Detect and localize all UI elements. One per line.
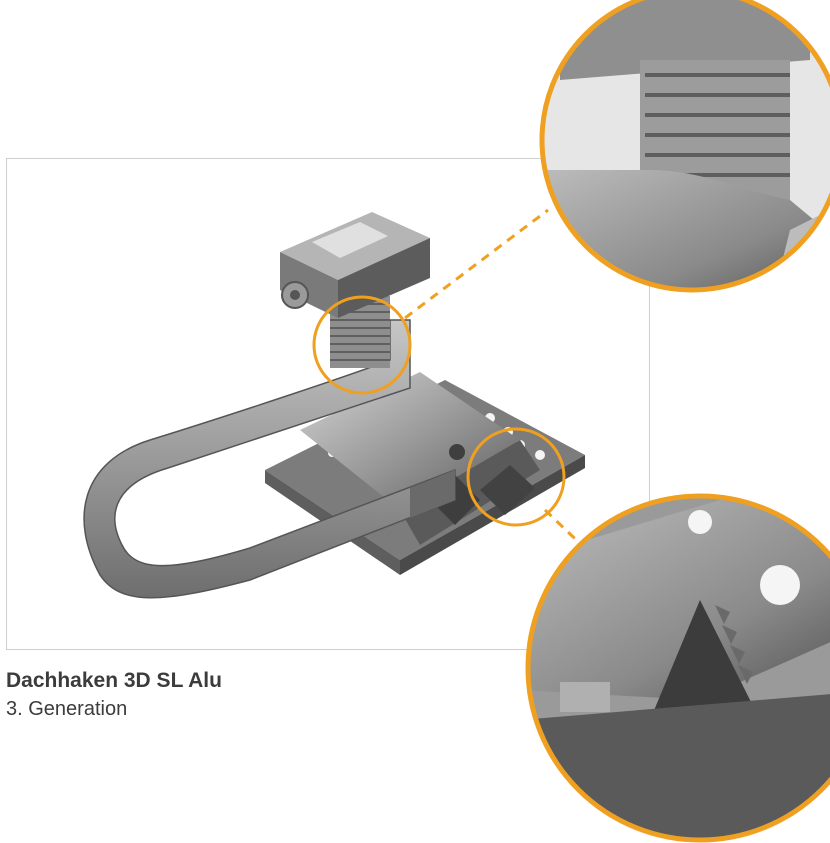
highlight-circle-clamp	[312, 295, 412, 395]
zoom-detail-teeth	[525, 493, 830, 843]
bolt-icon	[449, 444, 465, 460]
product-title: Dachhaken 3D SL Alu	[6, 669, 222, 692]
top-clamp	[280, 212, 430, 318]
product-caption: Dachhaken 3D SL Alu 3. Generation	[6, 667, 222, 723]
zoom-detail-clamp	[539, 0, 830, 293]
product-subtitle: 3. Generation	[6, 698, 128, 720]
roof-hook-arm	[83, 319, 456, 599]
highlight-circle-teeth	[466, 427, 566, 527]
